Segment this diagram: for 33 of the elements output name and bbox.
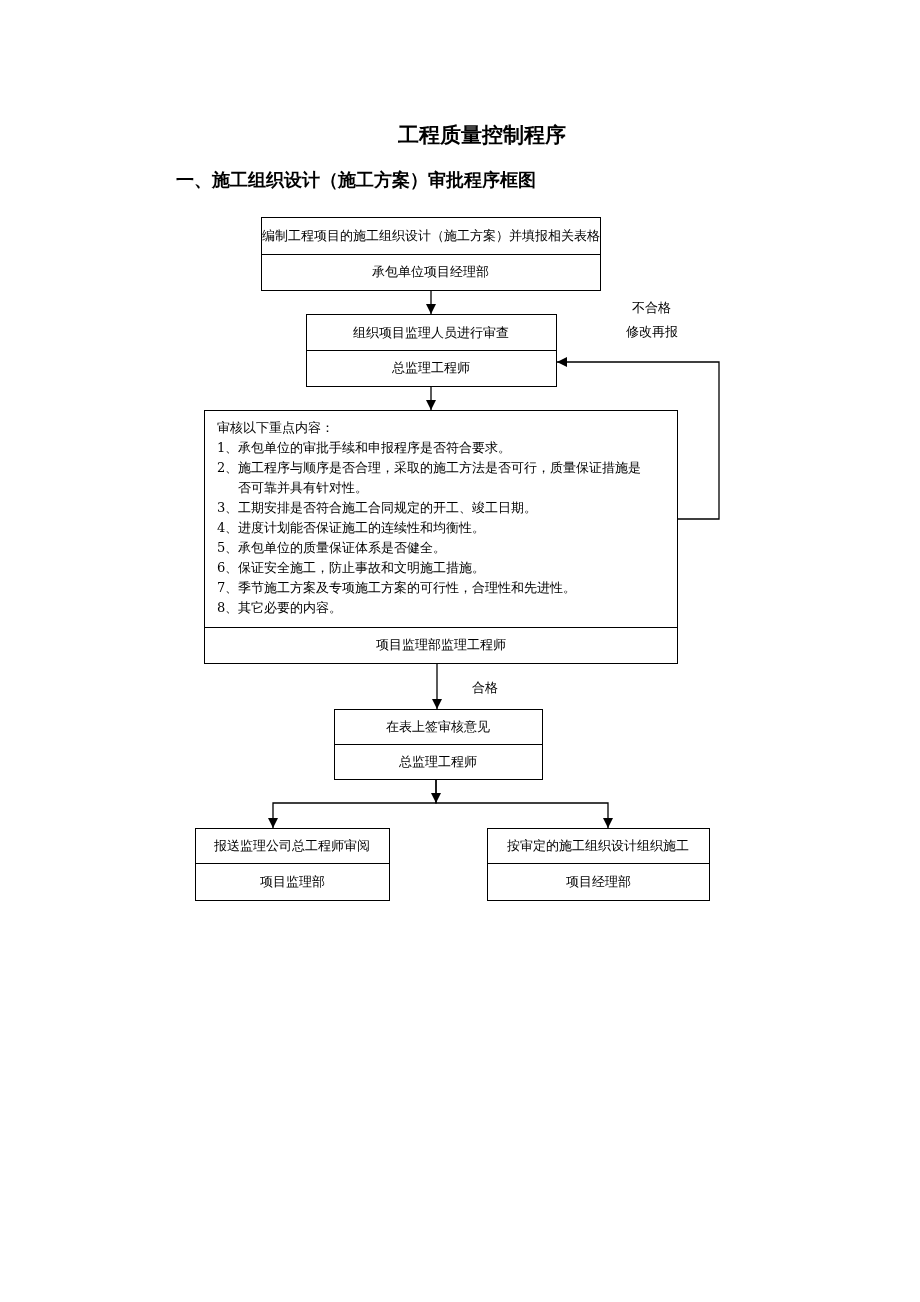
process-box <box>195 828 390 901</box>
arrow <box>432 663 442 710</box>
role-text: 总监理工程师 <box>392 360 471 377</box>
list-item: 8、其它必要的内容。 <box>217 599 343 617</box>
list-item: 2、施工程序与顺序是否合理，采取的施工方法是否可行，质量保证措施是否可靠并具有针对性。 <box>217 459 643 497</box>
step-text: 组织项目监理人员进行审查 <box>353 324 510 342</box>
list-item: 4、进度计划能否保证施工的连续性和均衡性。 <box>217 519 486 537</box>
section-heading: 一、施工组织设计（施工方案）审批程序框图 <box>176 170 536 192</box>
process-box <box>306 314 557 387</box>
list-item: 7、季节施工方案及专项施工方案的可行性，合理性和先进性。 <box>217 579 577 597</box>
process-box <box>334 709 543 780</box>
role-text: 项目监理部监理工程师 <box>375 637 506 654</box>
arrow <box>556 357 720 520</box>
process-box <box>261 217 601 291</box>
arrow <box>426 386 436 411</box>
role-text: 承包单位项目经理部 <box>372 264 490 281</box>
list-item: 3、工期安排是否符合施工合同规定的开工、竣工日期。 <box>217 499 538 517</box>
arrow <box>435 779 613 829</box>
list-heading: 审核以下重点内容： <box>217 419 334 437</box>
step-text: 按审定的施工组织设计组织施工 <box>507 838 690 855</box>
list-item: 5、承包单位的质量保证体系是否健全。 <box>217 539 447 557</box>
role-text: 项目监理部 <box>259 873 325 890</box>
role-text: 总监理工程师 <box>399 753 478 770</box>
step-text: 在表上签审核意见 <box>386 719 491 736</box>
process-box <box>204 410 678 664</box>
arrow <box>426 290 436 315</box>
process-box <box>487 828 710 901</box>
step-text: 编制工程项目的施工组织设计（施工方案）并填报相关表格 <box>261 228 600 245</box>
step-text: 报送监理公司总工程师审阅 <box>214 838 371 855</box>
list-item: 1、承包单位的审批手续和申报程序是否符合要求。 <box>217 439 512 457</box>
role-text: 项目经理部 <box>565 873 631 890</box>
list-item: 6、保证安全施工，防止事故和文明施工措施。 <box>217 559 486 577</box>
page-title: 工程质量控制程序 <box>398 123 566 149</box>
